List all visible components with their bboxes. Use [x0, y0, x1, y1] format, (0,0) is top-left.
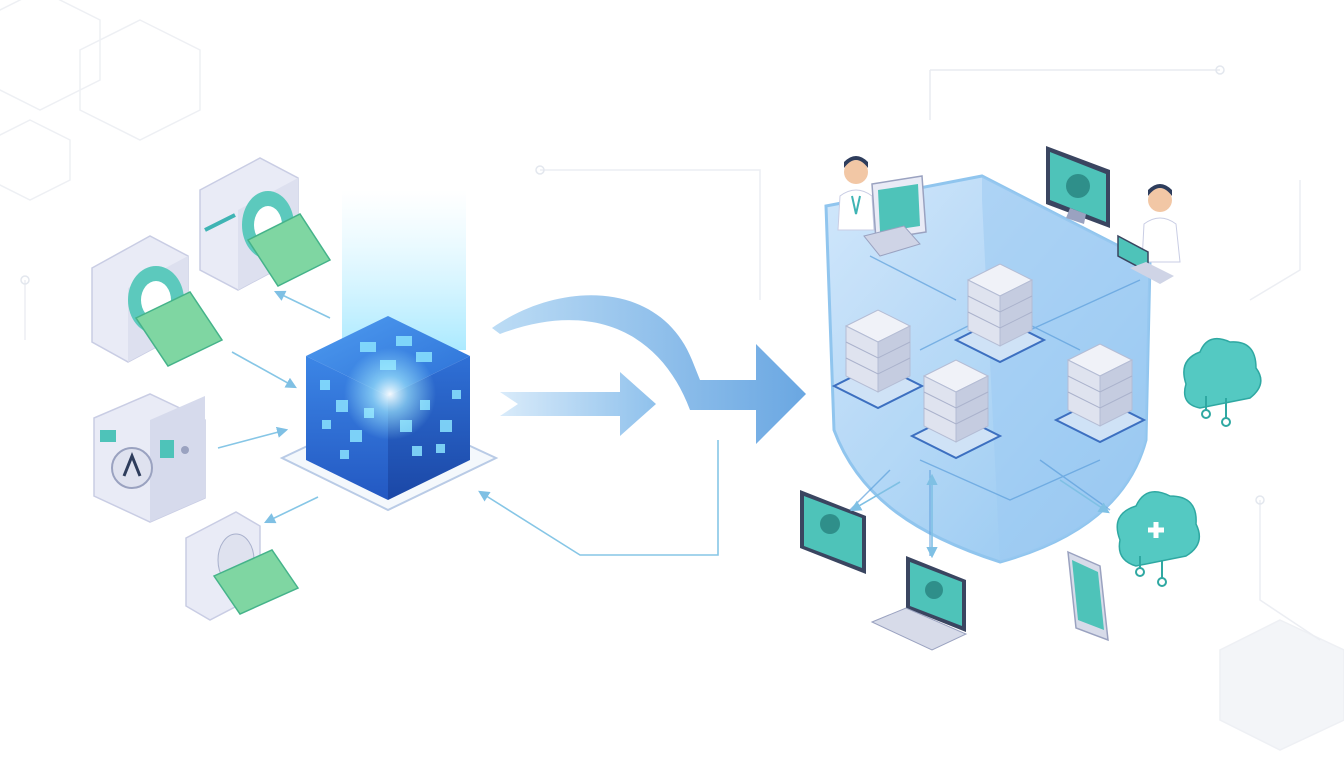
- cloud-medical-icon: [1116, 491, 1201, 587]
- flow-arrow: [500, 372, 656, 436]
- server-icon: [909, 359, 1003, 460]
- curved-flow-arrow: [492, 295, 806, 444]
- smartphone-icon: [1067, 550, 1109, 642]
- xray-scanner-icon: [185, 511, 300, 621]
- ultrasound-machine-icon: [93, 393, 206, 523]
- doctor-icon: [1141, 184, 1181, 263]
- data-cube-icon: [279, 190, 499, 512]
- background-decoration: [0, 0, 1344, 751]
- scanner-connectors: [217, 290, 719, 556]
- mri-scanner-icon: [91, 235, 224, 367]
- tablet-icon: [863, 175, 927, 257]
- desktop-monitor-icon: [1046, 146, 1110, 228]
- server-icon: [953, 263, 1047, 364]
- laptop-icon: [870, 556, 968, 651]
- device-connectors: [850, 473, 1110, 559]
- ct-scanner-icon: [199, 157, 332, 291]
- doctor-icon: [837, 156, 875, 231]
- server-icon: [1053, 343, 1147, 444]
- server-icon: [831, 309, 925, 410]
- laptop-icon: [1117, 234, 1174, 284]
- security-shield-icon: [824, 174, 1152, 564]
- cloud-network-icon: [1183, 337, 1262, 427]
- workstation-icon: [800, 490, 866, 574]
